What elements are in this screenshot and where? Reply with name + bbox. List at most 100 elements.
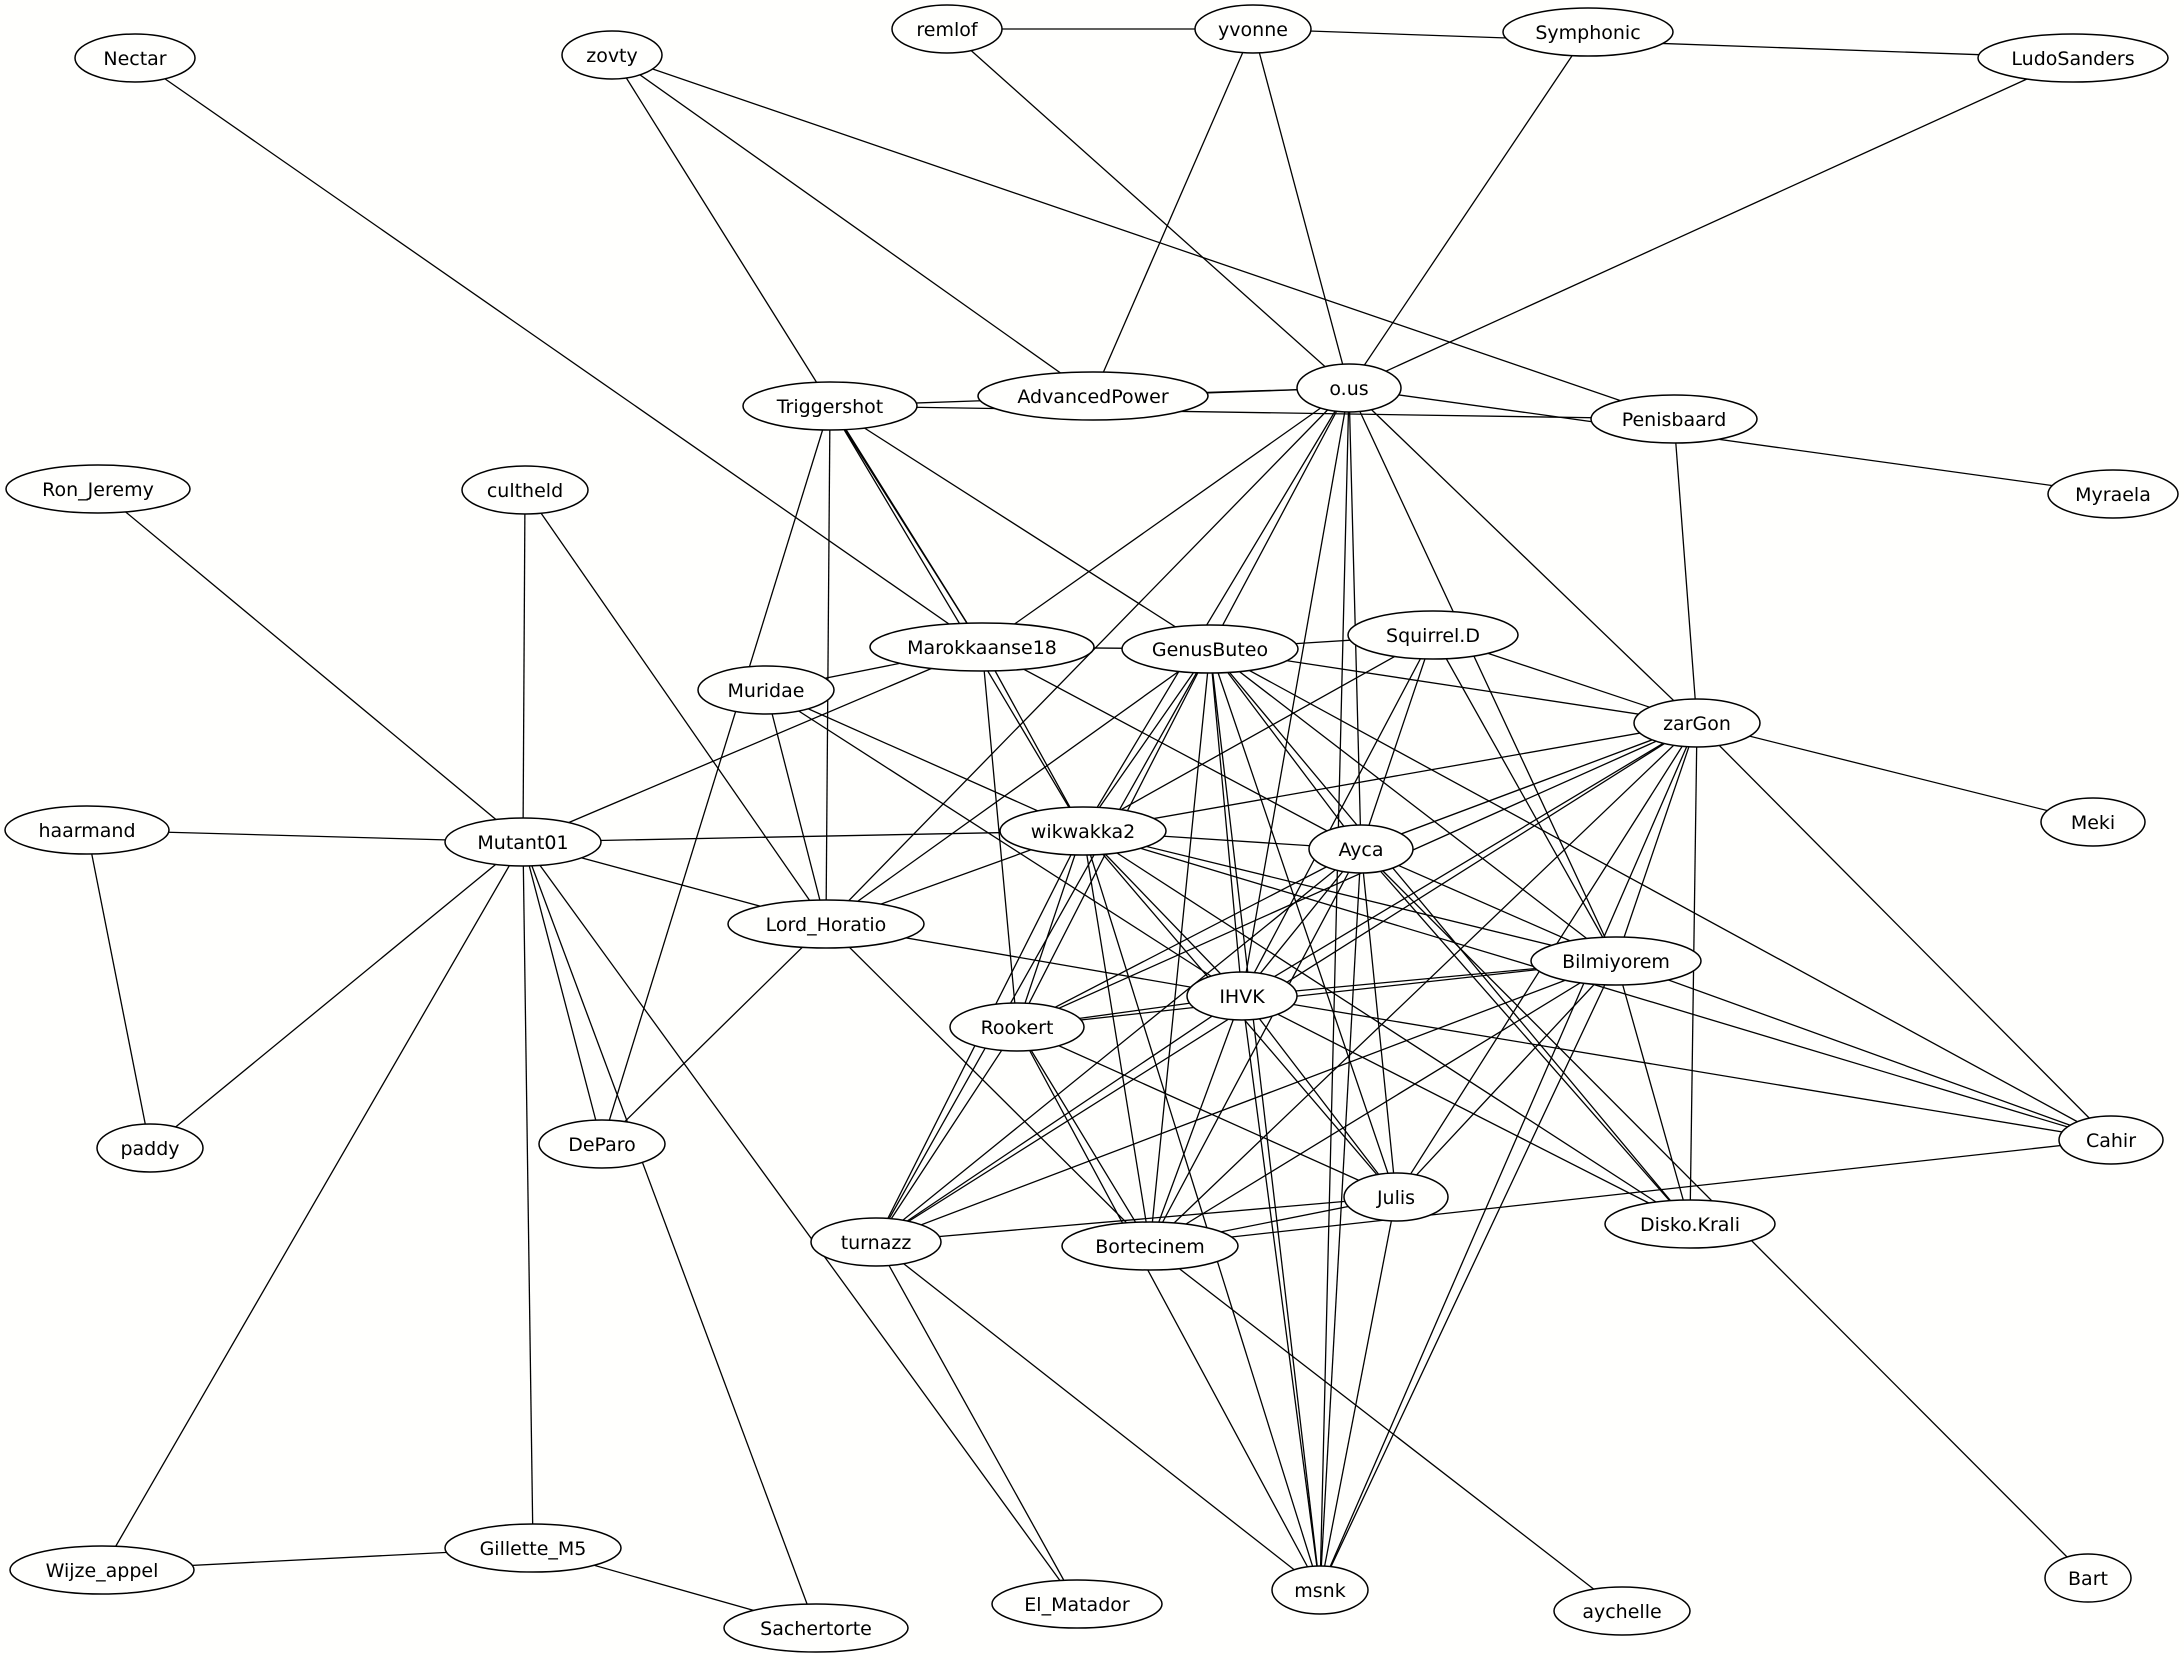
node-label: Myraela	[2075, 484, 2151, 506]
node-bortecinem: Bortecinem	[1061, 1221, 1239, 1271]
node-yvonne: yvonne	[1194, 4, 1312, 54]
node-label: AdvancedPower	[1017, 386, 1168, 408]
node-label: Penisbaard	[1622, 409, 1727, 431]
node-ellipse	[723, 1603, 909, 1653]
edge-marokkaanse18-rookert	[981, 646, 1018, 1028]
edge-wikwakka2-bilmiyorem	[1082, 830, 1617, 962]
node-zargon: zarGon	[1633, 698, 1761, 748]
node-ellipse	[1121, 624, 1299, 674]
node-wikwakka2: wikwakka2	[999, 806, 1167, 856]
node-marokkaanse18: Marokkaanse18	[869, 622, 1095, 672]
node-label: Muridae	[728, 680, 805, 702]
edge-genusbuteo-zargon	[1209, 648, 1698, 724]
edge-o-us-bilmiyorem	[1348, 387, 1617, 962]
edge-zovty-penisbaard	[611, 54, 1675, 420]
edge-muridae-wikwakka2	[765, 689, 1084, 832]
edge-genusbuteo-bortecinem	[1149, 648, 1211, 1247]
edge-triggershot-marokkaanse18	[829, 405, 983, 648]
edge-squirrel-d-ayca	[1360, 634, 1434, 850]
node-lord-horatio: Lord_Horatio	[727, 899, 925, 949]
edge-ayca-disko-krali	[1360, 848, 1691, 1225]
edge-o-us-wikwakka2	[1082, 387, 1350, 832]
edge-ihvk-julis	[1241, 995, 1397, 1198]
edge-zargon-ayca	[1360, 722, 1698, 850]
node-disko-krali: Disko.Krali	[1604, 1199, 1776, 1249]
edge-cultheld-lord-horatio	[524, 489, 827, 925]
node-ayca: Ayca	[1308, 824, 1414, 874]
node-ellipse	[1186, 971, 1298, 1021]
edge-ihvk-bortecinem	[1149, 995, 1243, 1247]
node-ellipse	[444, 817, 602, 867]
edge-o-us-ayca	[1348, 387, 1362, 850]
node-ellipse	[991, 1579, 1163, 1629]
edge-bilmiyorem-rookert	[1016, 960, 1617, 1028]
edge-o-us-ihvk	[1241, 387, 1350, 997]
edge-marokkaanse18-mutant01	[522, 646, 983, 843]
node-genusbuteo: GenusButeo	[1121, 624, 1299, 674]
node-remlof: remlof	[891, 4, 1003, 54]
edge-genusbuteo-bilmiyorem	[1209, 648, 1617, 962]
node-label: Cahir	[2086, 1130, 2136, 1152]
node-ellipse	[1633, 698, 1761, 748]
node-label: Ron_Jeremy	[42, 479, 154, 501]
edge-o-us-marokkaanse18	[981, 387, 1350, 648]
node-o-us: o.us	[1296, 363, 1402, 413]
edge-turnazz-msnk	[875, 1241, 1321, 1591]
edge-mutant01-el-matador	[522, 841, 1078, 1605]
node-label: msnk	[1294, 1580, 1345, 1602]
node-myraela: Myraela	[2047, 469, 2179, 519]
edge-marokkaanse18-ayca	[981, 646, 1362, 850]
node-label: Meki	[2071, 812, 2115, 834]
edge-genusbuteo-ihvk	[1209, 648, 1243, 997]
edge-wikwakka2-disko-krali	[1082, 830, 1691, 1225]
node-ellipse	[2044, 1553, 2132, 1603]
node-ellipse	[697, 665, 835, 715]
edge-bilmiyorem-turnazz	[875, 960, 1617, 1243]
node-bart: Bart	[2044, 1553, 2132, 1603]
edge-ayca-bortecinem	[1149, 848, 1362, 1247]
edge-mutant01-deparo	[522, 841, 603, 1145]
node-ellipse	[977, 371, 1209, 421]
node-ellipse	[2047, 469, 2179, 519]
edge-turnazz-julis	[875, 1196, 1397, 1243]
node-ellipse	[538, 1119, 666, 1169]
node-paddy: paddy	[96, 1123, 204, 1173]
edge-bilmiyorem-disko-krali	[1615, 960, 1691, 1225]
edge-julis-msnk	[1319, 1196, 1397, 1591]
node-deparo: DeParo	[538, 1119, 666, 1169]
node-turnazz: turnazz	[810, 1217, 942, 1267]
edge-lord-horatio-bortecinem	[825, 923, 1151, 1247]
node-aychelle: aychelle	[1553, 1586, 1691, 1636]
node-label: Bilmiyorem	[1562, 951, 1670, 973]
edge-marokkaanse18-wikwakka2	[981, 646, 1084, 832]
node-rookert: Rookert	[949, 1002, 1085, 1052]
edge-squirrel-d-wikwakka2	[1082, 634, 1434, 832]
node-label: wikwakka2	[1031, 821, 1135, 843]
node-advancedpower: AdvancedPower	[977, 371, 1209, 421]
edge-wikwakka2-rookert	[1016, 830, 1084, 1028]
edge-triggershot-wikwakka2	[829, 405, 1084, 832]
node-label: LudoSanders	[2011, 48, 2134, 70]
edge-bortecinem-cahir	[1149, 1139, 2112, 1247]
node-label: zarGon	[1663, 713, 1731, 735]
node-label: El_Matador	[1024, 1594, 1130, 1616]
edge-o-us-genusbuteo	[1209, 387, 1350, 650]
edge-mutant01-gillette-m5	[522, 841, 534, 1549]
edge-mutant01-paddy	[149, 841, 524, 1149]
node-label: paddy	[120, 1138, 179, 1160]
edge-bilmiyorem-msnk	[1319, 960, 1617, 1591]
node-mutant01: Mutant01	[444, 817, 602, 867]
node-label: Squirrel.D	[1386, 625, 1480, 647]
node-label: yvonne	[1218, 19, 1288, 41]
edge-mutant01-sachertorte	[522, 841, 817, 1629]
edge-remlof-o-us	[946, 28, 1350, 389]
node-ellipse	[810, 1217, 942, 1267]
node-gillette-m5: Gillette_M5	[444, 1523, 622, 1573]
node-sachertorte: Sachertorte	[723, 1603, 909, 1653]
node-label: haarmand	[38, 820, 135, 842]
node-squirrel-d: Squirrel.D	[1347, 610, 1519, 660]
node-label: Wijze_appel	[46, 1560, 159, 1582]
node-ellipse	[96, 1123, 204, 1173]
node-julis: Julis	[1343, 1172, 1449, 1222]
